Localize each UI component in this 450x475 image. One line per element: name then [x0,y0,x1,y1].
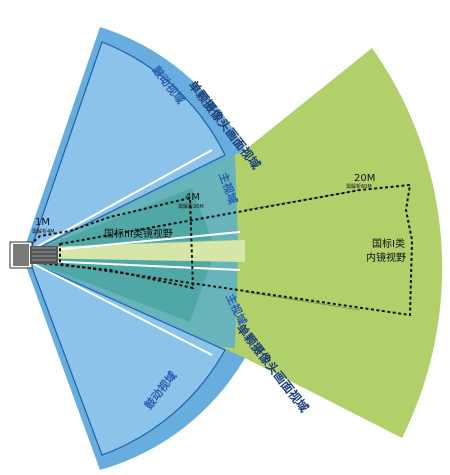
center-light-strip [22,240,245,262]
vehicle-icon [9,241,58,269]
separator-line-top [21,149,213,256]
class3-overlap-bottom [22,258,212,322]
class3-fov-dashed [29,196,195,290]
distance-label-4m: 4M [185,192,200,203]
distance-sub-20m: 需解析60M [346,183,372,190]
separator-line-bottom [21,257,213,356]
class3-overlap-top [22,188,212,255]
separator-main-top [21,231,241,254]
separator-main-bottom [21,259,241,271]
distance-sub-4m: 需解析20M [178,203,204,210]
distance-sub-1m: 需解析4M [32,228,55,235]
class1-fov-label-line1: 国标I类 [372,237,405,250]
distance-label-1m: 1M [35,217,50,228]
blind-zone-outline-top [28,41,226,254]
distance-label-20m: 20M [354,173,375,184]
class3-fov-label: 国标III类镜视野 [104,227,173,240]
guide-line-bottom [244,291,361,311]
guide-line-top [244,189,361,211]
blind-zone-outline-bottom [28,260,226,456]
class1-fov-dashed [59,183,414,317]
class1-fov-label-line2: 内镜视野 [366,251,406,264]
